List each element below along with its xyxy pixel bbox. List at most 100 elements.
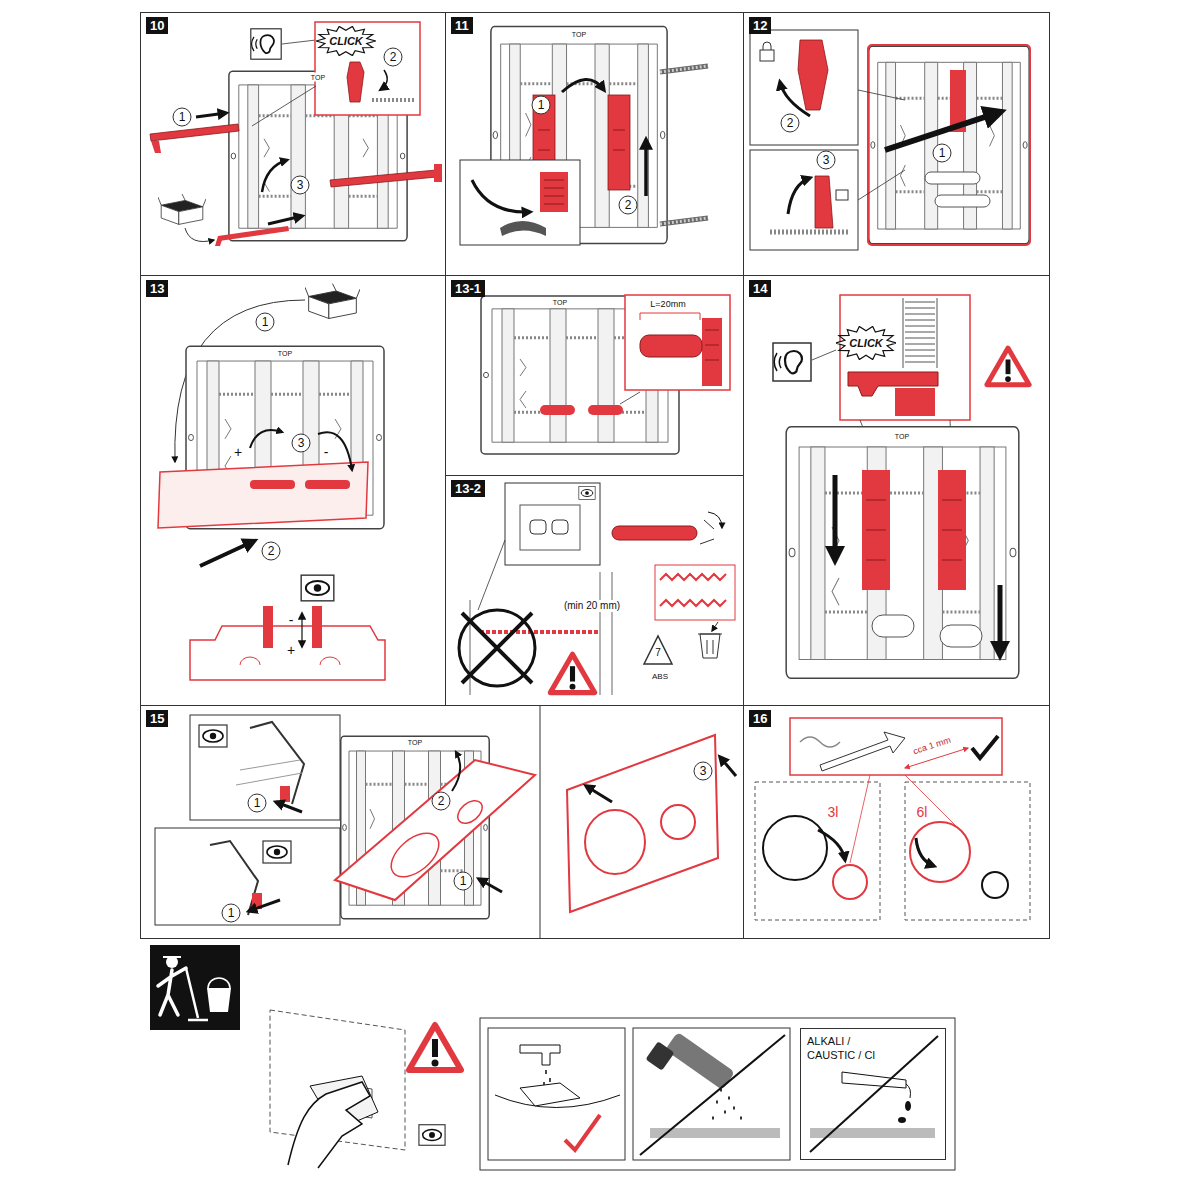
step-13-2-art xyxy=(462,613,532,683)
warning-box: ALKALI / CAUSTIC / Cl xyxy=(800,1028,946,1160)
step-13-1-art xyxy=(588,405,623,415)
step-10-art xyxy=(330,170,437,187)
step-16-art xyxy=(790,718,1002,775)
step-11-art xyxy=(562,79,604,92)
step-16-art xyxy=(833,865,867,899)
step-10-art xyxy=(315,22,420,115)
step-14-art xyxy=(812,350,836,360)
step-15-art xyxy=(452,752,460,791)
step-13-2-art xyxy=(478,540,505,610)
step-16-art xyxy=(982,872,1008,898)
adjust-sign: - xyxy=(289,613,294,627)
step-13-2-art xyxy=(655,565,735,620)
step-10-art xyxy=(282,40,316,44)
step-11-art xyxy=(540,172,568,212)
step-10-art xyxy=(151,141,161,153)
step-10-art xyxy=(196,113,226,117)
step-13-art xyxy=(158,284,385,680)
step-10-art xyxy=(434,164,442,182)
maintenance-art xyxy=(419,1125,445,1146)
step-13-2-art xyxy=(505,483,600,565)
step-12-art xyxy=(836,190,848,200)
callout-circles xyxy=(173,108,191,126)
step-15-art xyxy=(280,786,290,802)
maintenance-art xyxy=(640,1035,785,1155)
maintenance-art xyxy=(633,1028,790,1160)
callout-circles xyxy=(781,114,799,132)
step-13-1-art xyxy=(540,405,575,415)
step-12-art xyxy=(750,30,1030,250)
callout-number: 1 xyxy=(939,147,946,159)
step-13-1-art xyxy=(625,295,730,390)
callout-number: 3 xyxy=(297,179,304,191)
step-number: 12 xyxy=(749,17,771,34)
step-13-2-art xyxy=(712,622,718,631)
step-14-art xyxy=(786,427,1019,679)
step-13-2-art xyxy=(552,520,568,534)
step-13-1-art xyxy=(481,295,730,454)
callout-circles xyxy=(384,48,402,66)
step-13-art xyxy=(240,657,340,665)
step-15-art xyxy=(661,805,695,839)
step-13-art xyxy=(250,480,295,489)
step-13-2-art xyxy=(644,636,672,664)
step-10-art xyxy=(215,236,223,246)
step-14-art xyxy=(940,625,982,647)
callout-number: 1 xyxy=(538,99,545,111)
step-13-2-art xyxy=(698,634,722,654)
frame-marking: TOP xyxy=(276,349,294,358)
step-11-art xyxy=(644,140,648,196)
step-15-art xyxy=(250,722,304,804)
maintenance-art xyxy=(665,1032,735,1090)
step-13-art xyxy=(190,626,385,680)
step-number: 13 xyxy=(146,280,168,297)
callout-number: 2 xyxy=(438,795,445,807)
step-13-art xyxy=(318,432,352,470)
step-12-art xyxy=(935,195,990,207)
step-13-2-art xyxy=(459,483,735,695)
recycle-code: 7 xyxy=(655,648,661,658)
step-13-2-art xyxy=(480,630,598,634)
callout-number: 1 xyxy=(262,316,269,328)
step-number: 16 xyxy=(749,710,771,727)
step-10-art xyxy=(251,29,281,59)
step-panel: 13 xyxy=(140,275,446,706)
flush-volume: 6l xyxy=(917,805,928,819)
adjust-sign: + xyxy=(287,643,295,657)
step-13-1-art xyxy=(640,335,702,357)
adjust-sign: + xyxy=(234,445,242,459)
step-panel: 13-2 xyxy=(445,475,744,706)
step-12-art xyxy=(798,40,828,110)
step-10-art xyxy=(150,22,442,246)
step-15-art xyxy=(479,879,502,892)
step-13-art xyxy=(305,284,360,319)
step-14-art xyxy=(833,475,838,560)
step-10-art xyxy=(372,98,414,102)
step-13-1-art xyxy=(640,313,700,320)
step-11-art xyxy=(660,66,708,224)
step-15-art xyxy=(453,796,486,828)
step-14-art xyxy=(998,585,1003,655)
click-burst: CLICK xyxy=(836,326,896,360)
step-16-art xyxy=(916,838,934,866)
maintenance-art xyxy=(158,968,186,1015)
step-13-2-art xyxy=(550,654,594,692)
step-16-art xyxy=(905,782,1030,920)
step-11-art xyxy=(500,221,546,236)
frame-marking: TOP xyxy=(570,30,588,39)
step-16-art xyxy=(910,822,970,882)
step-15-art xyxy=(199,725,227,747)
callout-circles xyxy=(454,872,472,890)
step-14-art xyxy=(872,615,914,637)
step-13-1-art xyxy=(620,392,640,404)
step-10-art xyxy=(347,62,364,102)
step-number: 15 xyxy=(146,710,168,727)
step-15-art xyxy=(155,715,736,925)
step-13-2-art xyxy=(459,610,535,686)
step-13-1-art xyxy=(702,318,722,386)
frame-marking: TOP xyxy=(551,298,569,307)
callout-circles xyxy=(292,434,310,452)
